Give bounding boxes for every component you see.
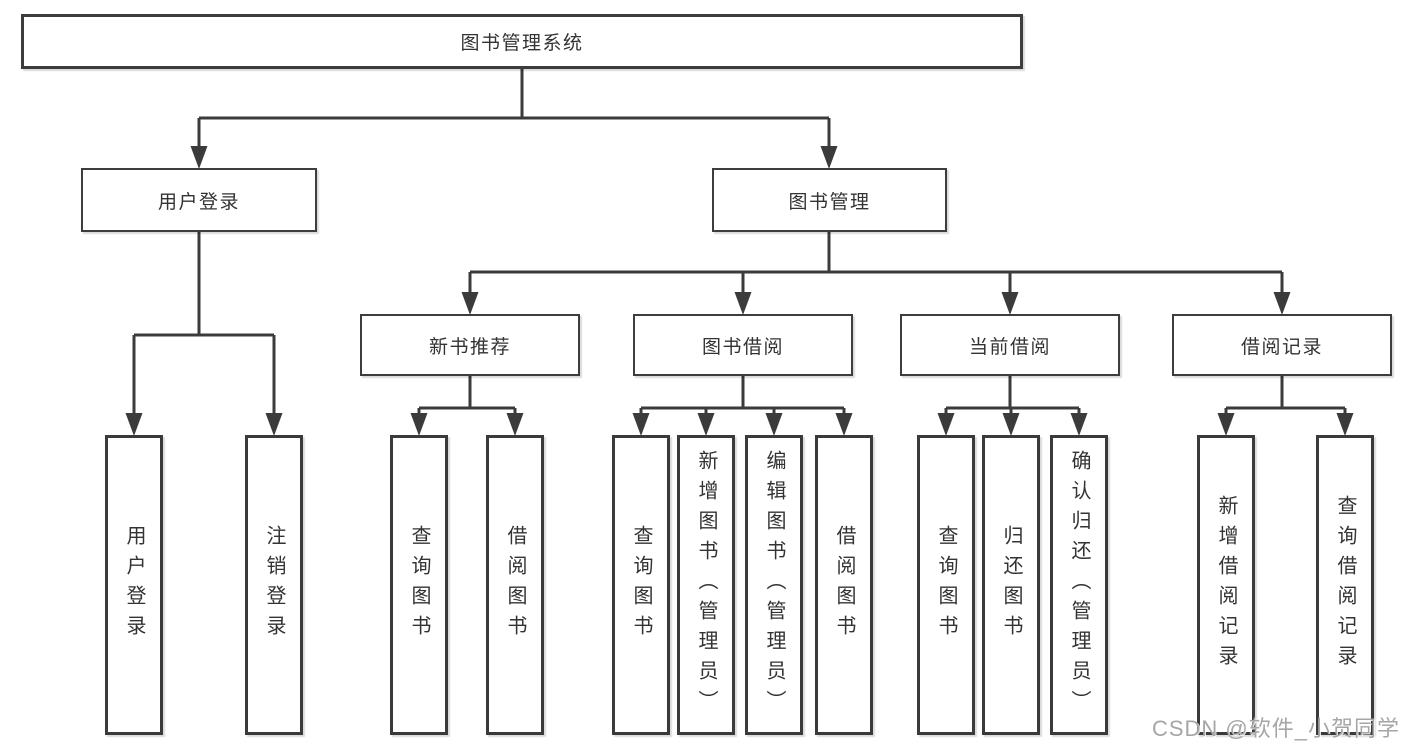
- leaf-add-borrow-record: 新增借阅记录: [1197, 435, 1255, 735]
- leaf-label: 编辑图书（管理员）: [763, 450, 785, 720]
- leaf-label: 用户登录: [123, 525, 145, 645]
- leaf-query-books-1: 查询图书: [390, 435, 448, 735]
- leaf-label: 归还图书: [1000, 525, 1022, 645]
- leaf-label: 注销登录: [263, 525, 285, 645]
- node-book-management: 图书管理: [712, 168, 947, 232]
- leaf-confirm-return-admin: 确认归还（管理员）: [1050, 435, 1108, 735]
- node-new-book-recommend: 新书推荐: [360, 314, 580, 376]
- leaf-query-borrow-record: 查询借阅记录: [1316, 435, 1374, 735]
- leaf-label: 借阅图书: [504, 525, 526, 645]
- node-current-borrowing: 当前借阅: [900, 314, 1120, 376]
- node-user-login: 用户登录: [81, 168, 317, 232]
- node-borrowing-records: 借阅记录: [1172, 314, 1392, 376]
- leaf-label: 借阅图书: [833, 525, 855, 645]
- leaf-query-books-2: 查询图书: [612, 435, 670, 735]
- node-root-library-management-system: 图书管理系统: [21, 14, 1023, 69]
- leaf-edit-book-admin: 编辑图书（管理员）: [745, 435, 803, 735]
- leaf-borrow-books-1: 借阅图书: [486, 435, 544, 735]
- leaf-return-book: 归还图书: [982, 435, 1040, 735]
- node-book-borrowing: 图书借阅: [633, 314, 853, 376]
- leaf-label: 查询图书: [935, 525, 957, 645]
- leaf-label: 新增借阅记录: [1215, 495, 1237, 675]
- leaf-label: 查询借阅记录: [1334, 495, 1356, 675]
- leaf-borrow-books-2: 借阅图书: [815, 435, 873, 735]
- csdn-watermark: CSDN @软件_小贺同学: [1151, 716, 1400, 741]
- leaf-label: 确认归还（管理员）: [1068, 450, 1090, 720]
- leaf-user-login: 用户登录: [105, 435, 163, 735]
- leaf-logout: 注销登录: [245, 435, 303, 735]
- leaf-label: 查询图书: [408, 525, 430, 645]
- leaf-label: 查询图书: [630, 525, 652, 645]
- leaf-label: 新增图书（管理员）: [695, 450, 717, 720]
- leaf-query-books-3: 查询图书: [917, 435, 975, 735]
- leaf-add-book-admin: 新增图书（管理员）: [677, 435, 735, 735]
